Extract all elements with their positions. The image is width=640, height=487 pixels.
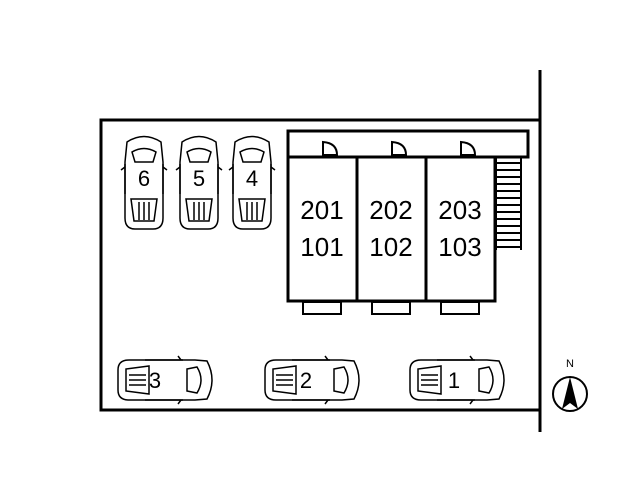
parking-number: 5 bbox=[193, 166, 205, 191]
door-icon bbox=[391, 140, 408, 156]
unit-label-upper: 202 bbox=[369, 195, 412, 225]
compass-icon bbox=[552, 376, 588, 412]
parking-space-2: 2 bbox=[264, 355, 360, 405]
parking-number: 3 bbox=[149, 368, 161, 393]
door-icon bbox=[322, 140, 339, 156]
parking-number: 6 bbox=[138, 166, 150, 191]
lot-outline bbox=[99, 118, 540, 412]
balcony-unit bbox=[371, 301, 411, 315]
unit-label-lower: 102 bbox=[369, 232, 412, 262]
stairs-icon bbox=[495, 157, 522, 250]
parking-space-4: 4 bbox=[228, 135, 276, 230]
parking-number: 1 bbox=[448, 368, 460, 393]
parking-space-1: 1 bbox=[409, 355, 505, 405]
unit-label-lower: 103 bbox=[438, 232, 481, 262]
parking-space-5: 5 bbox=[175, 135, 223, 230]
parking-space-6: 6 bbox=[120, 135, 168, 230]
parking-number: 4 bbox=[246, 166, 258, 191]
balcony-unit bbox=[302, 301, 342, 315]
compass-label: N bbox=[566, 358, 574, 370]
building: 201 202 203 101 102 103 bbox=[286, 129, 530, 315]
compass: N bbox=[552, 358, 588, 412]
unit-label-upper: 201 bbox=[300, 195, 343, 225]
parking-number: 2 bbox=[300, 368, 312, 393]
building-body bbox=[286, 155, 497, 303]
unit-label-lower: 101 bbox=[300, 232, 343, 262]
door-icon bbox=[460, 140, 477, 156]
lot-boundary bbox=[99, 70, 542, 432]
balcony-unit bbox=[440, 301, 480, 315]
parking-space-3: 3 bbox=[117, 355, 213, 405]
unit-label-upper: 203 bbox=[438, 195, 481, 225]
